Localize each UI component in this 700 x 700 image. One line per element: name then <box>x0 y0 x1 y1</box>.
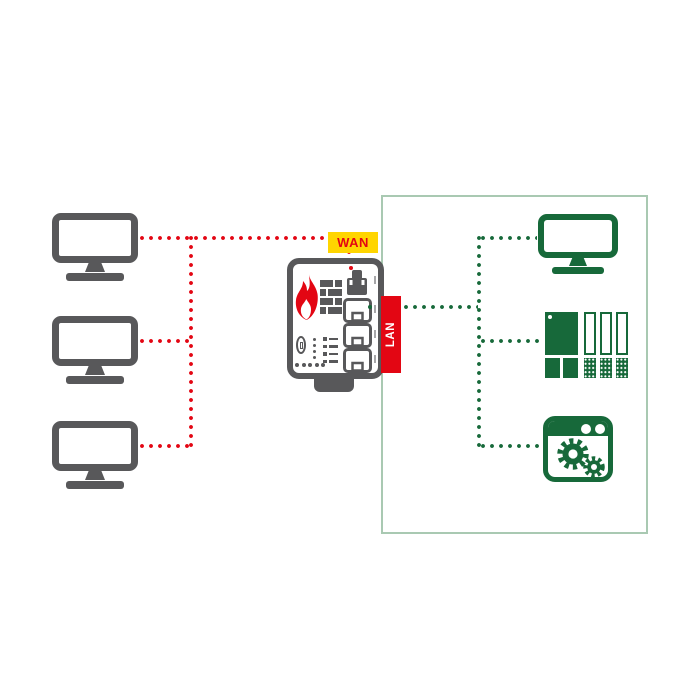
computer-screen <box>52 316 138 366</box>
wan-label-text: WAN <box>337 235 369 250</box>
port-label-mark <box>374 305 376 313</box>
lan-label-text: LAN <box>385 321 397 348</box>
plc-terminal-block <box>584 358 596 378</box>
connection-line-monitor <box>481 236 537 240</box>
machine-indicator-dot <box>595 423 605 434</box>
gears-icon <box>557 438 605 477</box>
terminal-dots <box>295 363 325 367</box>
computer-stand <box>85 263 105 272</box>
connection-line-plc <box>481 339 543 343</box>
firewall-device <box>287 258 384 379</box>
port-label-mark <box>374 276 376 284</box>
port-label-mark <box>374 355 376 363</box>
serial-port-icon <box>296 336 306 354</box>
plc-io-module <box>600 312 612 355</box>
monitor-screen <box>538 214 618 258</box>
port-label-mark <box>374 330 376 338</box>
plc-base-block <box>563 358 578 378</box>
brick-wall-icon <box>320 280 342 314</box>
computer-icon-3 <box>52 421 138 489</box>
connection-line-red-vertical <box>189 236 193 450</box>
connection-line-pc3 <box>140 444 192 448</box>
plc-icon <box>545 310 629 378</box>
plc-base-block <box>545 358 560 378</box>
machine-indicator-dot <box>581 423 591 434</box>
monitor-icon <box>538 214 618 274</box>
machine-gears-icon <box>543 416 613 482</box>
computer-icon-1 <box>52 213 138 281</box>
computer-screen <box>52 421 138 471</box>
status-led-rows <box>323 337 338 363</box>
computer-stand <box>85 471 105 480</box>
computer-screen <box>52 213 138 263</box>
lan-label: LAN <box>381 296 401 373</box>
machine-header-bar <box>548 421 608 436</box>
plc-cpu-module <box>545 312 578 355</box>
computer-stand <box>85 366 105 375</box>
connection-line-lan <box>404 305 478 309</box>
wan-port-plugged-icon <box>347 270 367 295</box>
computer-icon-2 <box>52 316 138 384</box>
plc-terminal-block <box>616 358 628 378</box>
computer-base <box>66 273 124 281</box>
flame-icon <box>295 274 318 320</box>
computer-base <box>66 376 124 384</box>
monitor-base <box>552 267 604 274</box>
monitor-stand <box>569 258 587 266</box>
wan-connection-dot <box>349 266 353 270</box>
computer-base <box>66 481 124 489</box>
lan-port-3-icon <box>343 348 372 373</box>
plc-terminal-block <box>600 358 612 378</box>
connection-line-machine <box>481 444 541 448</box>
lan-port-1-icon <box>343 298 372 323</box>
connection-line-pc1-wan <box>140 236 330 240</box>
lan-port-2-icon <box>343 323 372 348</box>
connection-line-green-vertical <box>477 236 481 450</box>
connection-line-pc2 <box>140 339 192 343</box>
connection-dot-lan-port <box>368 305 372 309</box>
plc-io-module <box>584 312 596 355</box>
dip-switch-dots <box>313 338 316 359</box>
connection-line-wan-stub <box>347 250 351 257</box>
plc-io-module <box>616 312 628 355</box>
wan-label: WAN <box>328 232 378 253</box>
